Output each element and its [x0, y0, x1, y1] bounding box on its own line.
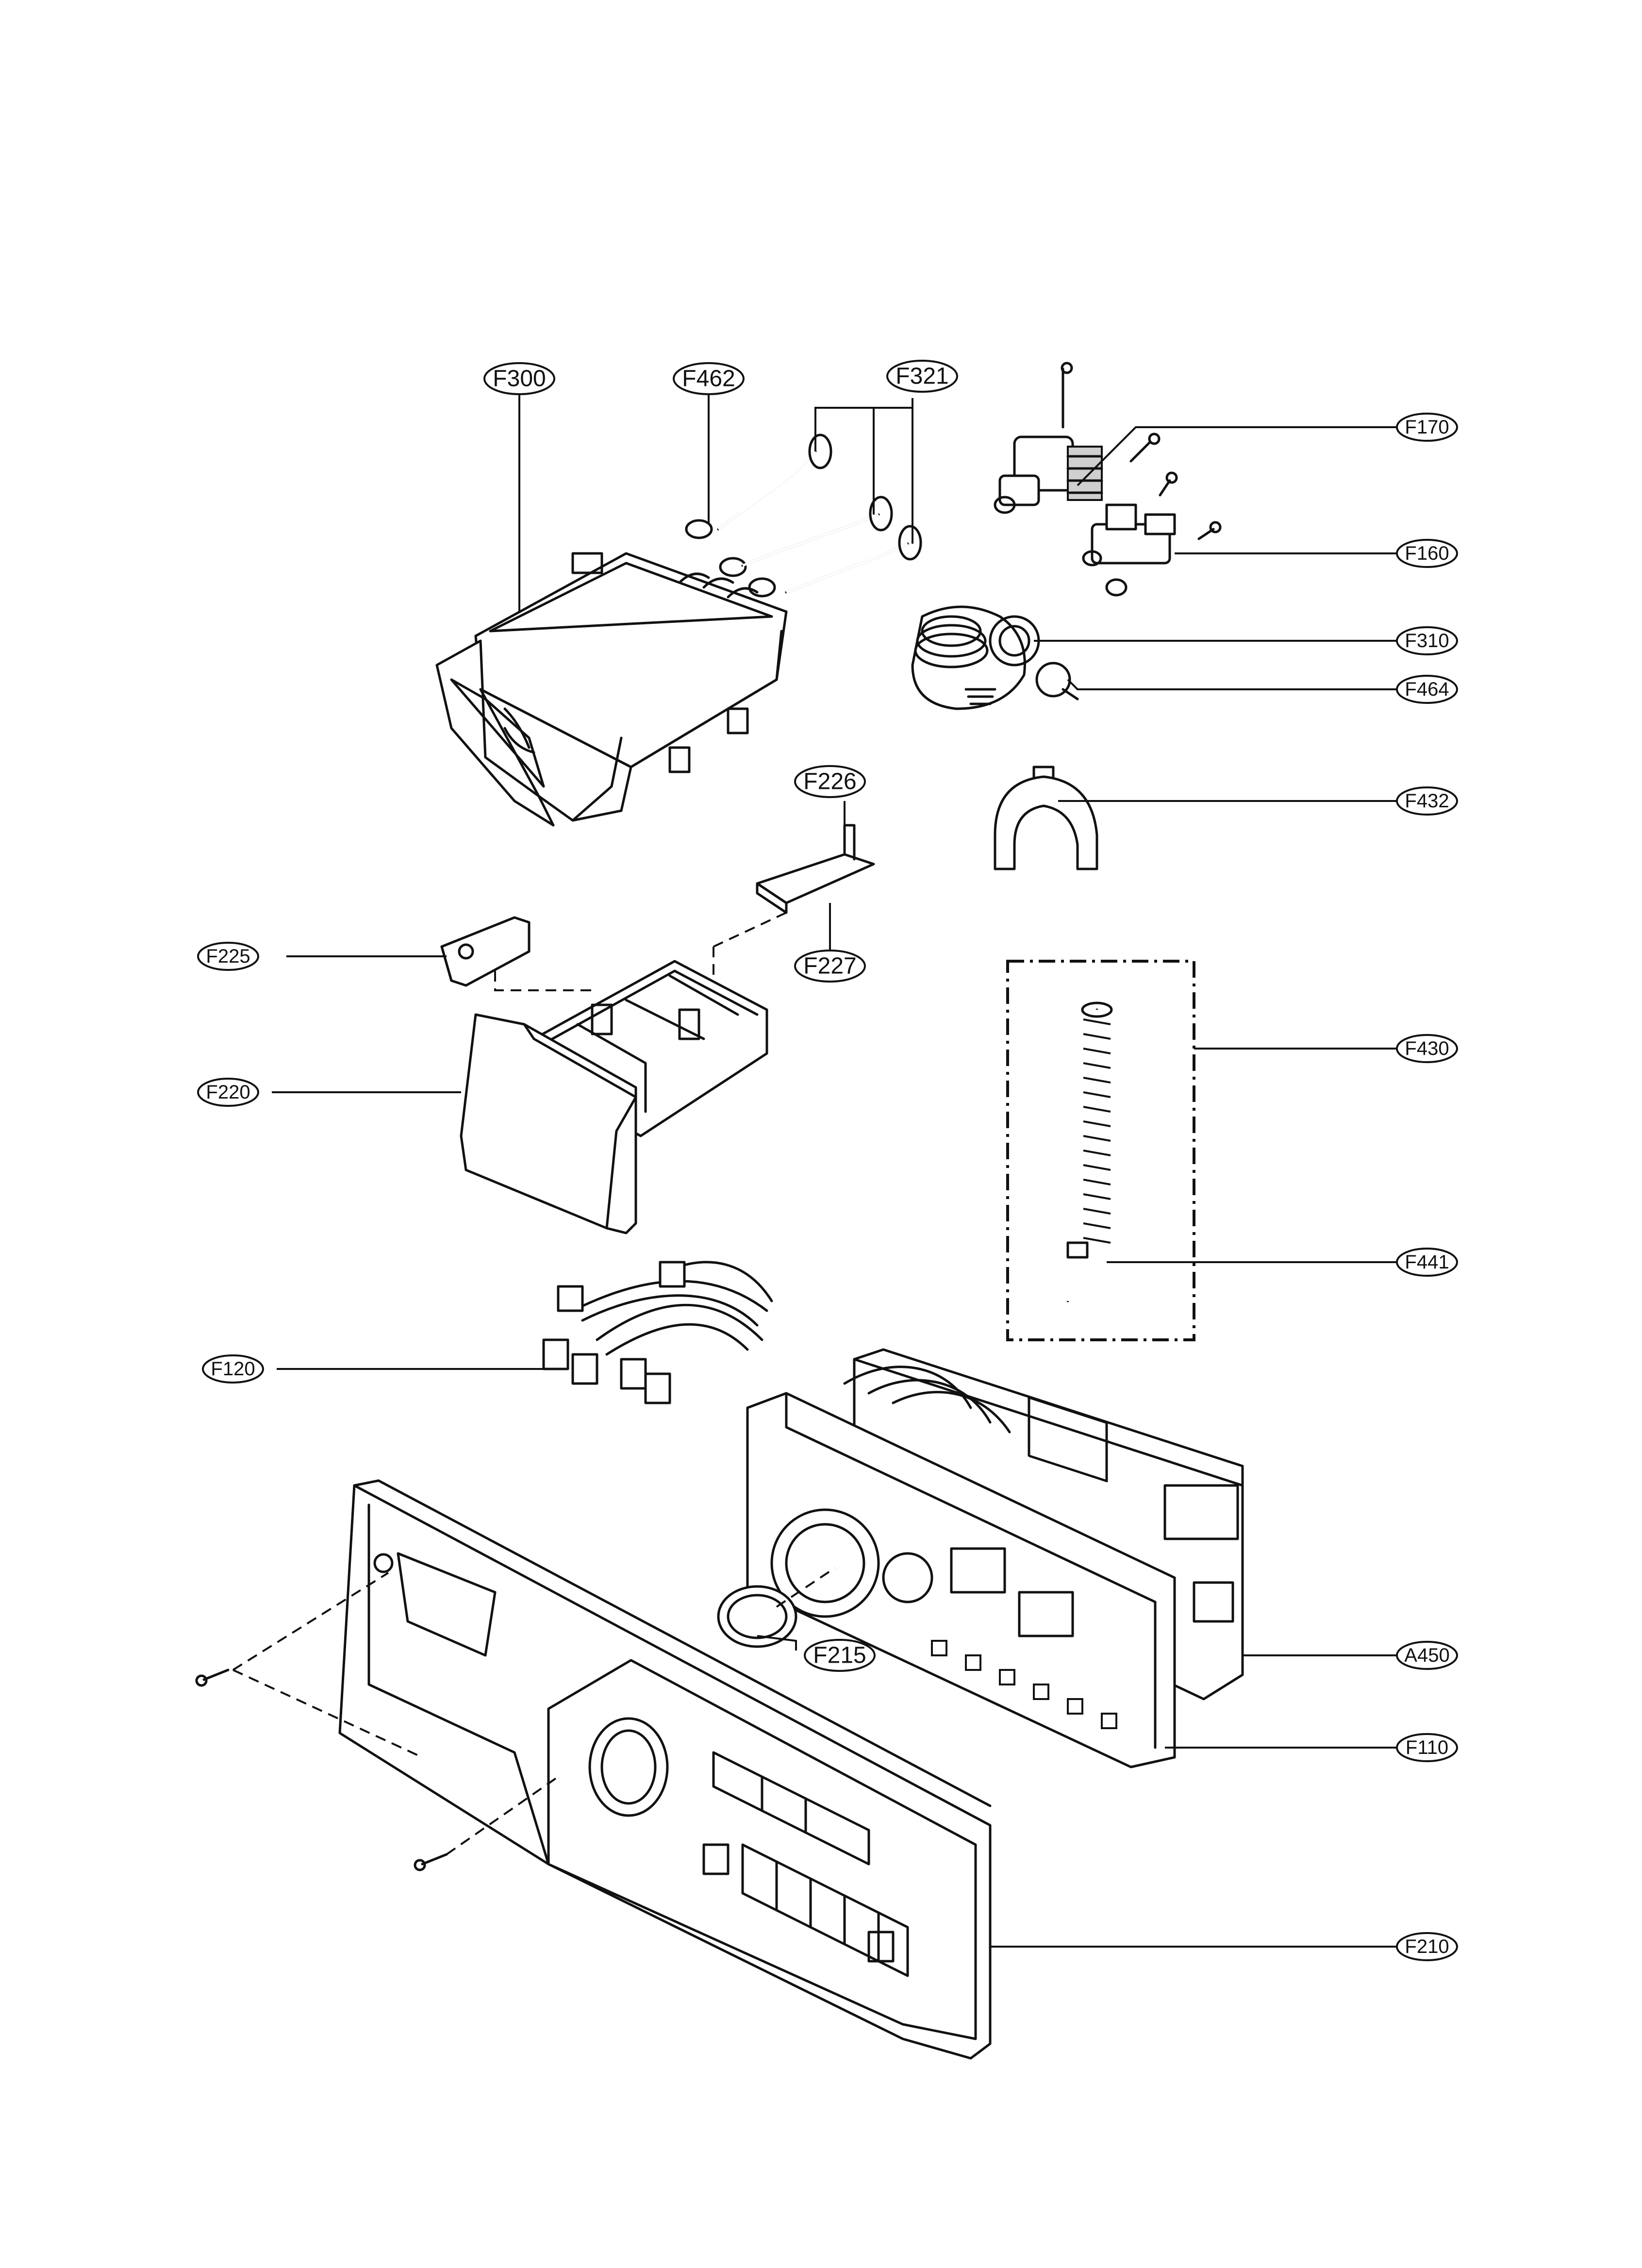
label-F321: F321: [886, 360, 958, 393]
label-F210: F210: [1396, 1932, 1458, 1961]
label-F432: F432: [1396, 786, 1458, 816]
svg-text:F160: F160: [1405, 543, 1449, 564]
label-F215: F215: [804, 1639, 876, 1672]
svg-text:F430: F430: [1405, 1038, 1449, 1059]
detergent-drawer-f220: [460, 960, 768, 1234]
label-F430: F430: [1396, 1034, 1458, 1063]
svg-text:F220: F220: [206, 1082, 250, 1103]
inlet-valve-f160: [1082, 471, 1222, 597]
svg-text:F120: F120: [211, 1358, 255, 1380]
svg-text:A450: A450: [1404, 1645, 1449, 1666]
svg-text:F464: F464: [1405, 679, 1449, 700]
label-F300: F300: [483, 362, 555, 395]
label-F220: F220: [197, 1078, 259, 1107]
label-A450: A450: [1396, 1641, 1458, 1670]
svg-text:F227: F227: [803, 953, 856, 979]
label-F170: F170: [1396, 413, 1458, 442]
label-F462: F462: [673, 362, 745, 395]
label-F310: F310: [1396, 626, 1458, 655]
hose-clamp-f462: [685, 519, 776, 598]
svg-text:F110: F110: [1406, 1737, 1448, 1758]
label-F226: F226: [794, 765, 866, 798]
label-F441: F441: [1396, 1248, 1458, 1277]
inlet-hose-f321: [717, 434, 922, 594]
svg-text:F170: F170: [1405, 417, 1449, 438]
control-panel-f210: [338, 1479, 992, 2060]
pcb-frame-f110: [746, 1392, 1176, 1768]
air-chamber-f310: [911, 605, 1040, 710]
dispenser-housing-f300: [435, 552, 788, 827]
panel-screws: [195, 1572, 559, 1871]
leader-lines: [272, 393, 1398, 1948]
label-F464: F464: [1396, 675, 1458, 704]
svg-text:F462: F462: [682, 366, 735, 392]
wire-harness-f120: [542, 1261, 773, 1404]
svg-text:F441: F441: [1405, 1251, 1449, 1273]
inlet-valve-f170: [994, 362, 1161, 514]
clamp-f464: [1035, 662, 1079, 700]
svg-text:F215: F215: [813, 1643, 866, 1668]
svg-text:F226: F226: [803, 769, 856, 795]
svg-text:F310: F310: [1405, 630, 1449, 651]
label-F227: F227: [794, 950, 866, 983]
svg-text:F225: F225: [206, 946, 250, 967]
label-F160: F160: [1396, 539, 1458, 568]
drawer-handle-f225: [440, 916, 597, 991]
svg-text:F432: F432: [1405, 790, 1449, 812]
label-F110: F110: [1396, 1733, 1458, 1762]
svg-text:F300: F300: [493, 366, 546, 392]
label-F120: F120: [202, 1354, 264, 1384]
svg-text:F321: F321: [896, 364, 948, 389]
siphon-cap-f226-f227: [713, 824, 875, 1000]
hose-guide-f432: [994, 766, 1098, 870]
drain-hose-kit-f430: [1006, 960, 1195, 1341]
program-knob-f215: [717, 1567, 836, 1648]
svg-text:F210: F210: [1405, 1936, 1449, 1957]
label-F225: F225: [197, 942, 259, 971]
